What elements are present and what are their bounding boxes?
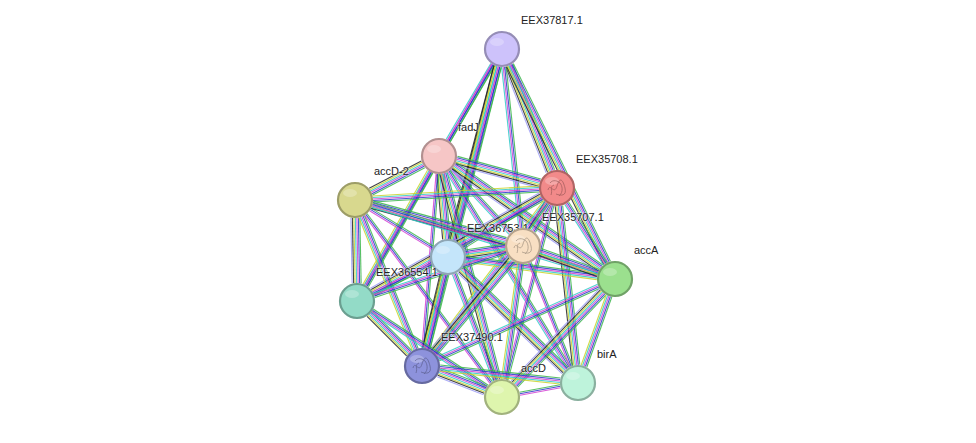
evidence-line xyxy=(354,218,355,283)
evidence-line xyxy=(365,216,419,349)
evidence-line xyxy=(513,64,555,170)
interaction-edge xyxy=(371,309,488,389)
evidence-line xyxy=(460,271,564,372)
evidence-line xyxy=(368,315,408,355)
evidence-line xyxy=(541,250,599,271)
evidence-line xyxy=(424,66,495,348)
node-circle xyxy=(505,228,541,264)
evidence-line xyxy=(541,249,599,270)
evidence-line xyxy=(373,188,539,198)
evidence-line xyxy=(371,164,423,191)
evidence-line xyxy=(437,263,515,355)
node-circle xyxy=(421,138,457,174)
node-circle xyxy=(339,283,375,319)
evidence-line xyxy=(438,375,484,393)
protein-label: EEX37490.1 xyxy=(441,331,503,344)
evidence-line xyxy=(528,263,570,367)
node-circle xyxy=(484,31,520,67)
protein-label: EEX37817.1 xyxy=(521,14,583,27)
evidence-line xyxy=(531,262,573,366)
node-circle xyxy=(597,261,633,297)
evidence-line xyxy=(355,218,356,283)
evidence-line xyxy=(540,253,598,274)
evidence-line xyxy=(520,388,561,395)
node-circle xyxy=(404,348,440,384)
interaction-edge xyxy=(370,193,543,296)
protein-node: EEX37817.1 xyxy=(484,31,520,67)
evidence-line xyxy=(369,161,421,188)
evidence-line xyxy=(456,163,602,265)
protein-node: accD xyxy=(484,379,520,415)
evidence-line xyxy=(540,251,598,272)
evidence-line xyxy=(424,274,442,348)
evidence-line xyxy=(358,218,359,283)
protein-node: birA xyxy=(560,365,596,401)
evidence-line xyxy=(371,313,486,389)
evidence-line xyxy=(357,218,358,283)
evidence-line xyxy=(436,262,514,354)
evidence-line xyxy=(372,312,487,388)
evidence-line xyxy=(371,165,423,192)
evidence-line xyxy=(351,218,352,283)
interaction-edge xyxy=(351,218,361,283)
protein-node: EEX37490.1 xyxy=(404,348,440,384)
evidence-line xyxy=(365,215,490,383)
evidence-line xyxy=(438,374,484,392)
protein-label: birA xyxy=(597,348,617,361)
evidence-line xyxy=(423,274,441,348)
evidence-line xyxy=(437,377,483,395)
node-circle xyxy=(539,170,575,206)
protein-node: EEX35708.1 xyxy=(539,170,575,206)
evidence-line xyxy=(370,162,422,189)
protein-label: accD-2 xyxy=(374,165,409,178)
evidence-line xyxy=(373,309,488,385)
node-circle xyxy=(560,365,596,401)
protein-node: fadJ xyxy=(421,138,457,174)
protein-node: EEX36554.1 xyxy=(339,283,375,319)
evidence-line xyxy=(511,65,553,171)
interaction-edge xyxy=(373,186,539,202)
evidence-line xyxy=(373,186,539,196)
evidence-line xyxy=(539,254,597,275)
node-circle xyxy=(337,182,373,218)
evidence-line xyxy=(539,256,597,277)
protein-label: EEX35708.1 xyxy=(576,153,638,166)
protein-node: accA xyxy=(597,261,633,297)
node-circle xyxy=(484,379,520,415)
interaction-edge xyxy=(370,208,434,249)
protein-label: EEX35707.1 xyxy=(542,211,604,224)
protein-node: EEX35707.1 xyxy=(505,228,541,264)
evidence-line xyxy=(520,386,561,393)
evidence-line xyxy=(360,218,361,283)
protein-node: accD-2 xyxy=(337,182,373,218)
protein-label: EEX36554.1 xyxy=(376,266,438,279)
interaction-edge xyxy=(519,385,560,395)
interaction-edge xyxy=(539,249,600,277)
evidence-line xyxy=(372,310,487,386)
protein-label: accD xyxy=(521,362,546,375)
evidence-line xyxy=(352,218,353,283)
protein-label: accA xyxy=(634,244,658,257)
protein-label: fadJ xyxy=(458,121,479,134)
